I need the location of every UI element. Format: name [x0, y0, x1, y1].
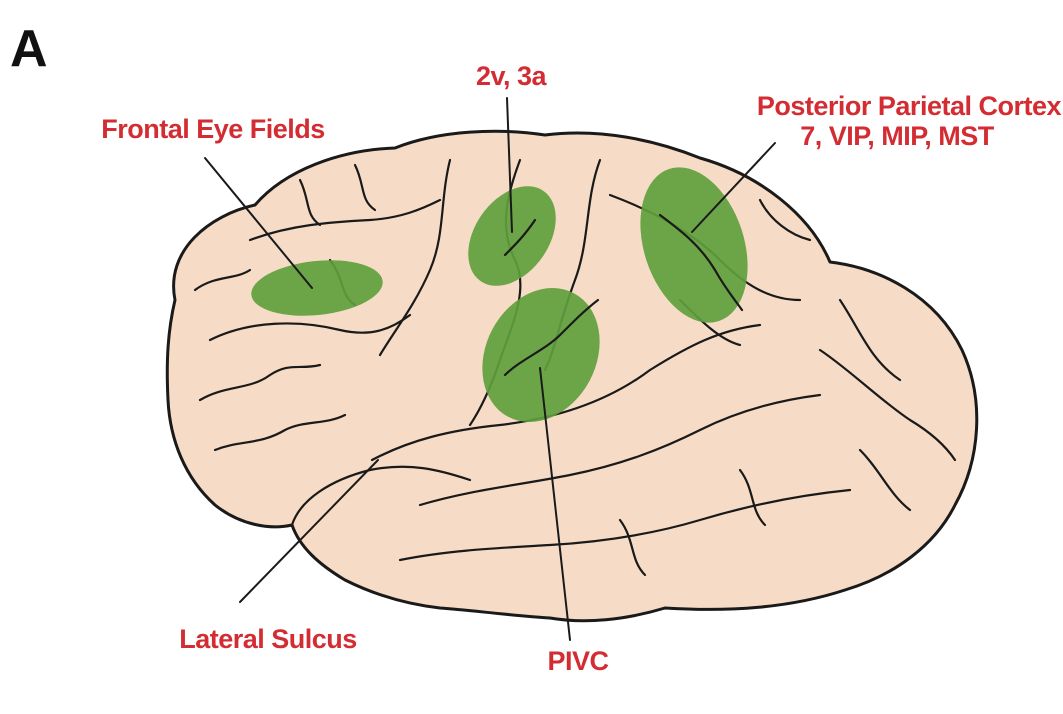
- label-frontal-eye-fields: Frontal Eye Fields: [101, 114, 325, 144]
- label-lateral-sulcus: Lateral Sulcus: [179, 624, 357, 654]
- label-pivc: PIVC: [547, 646, 608, 676]
- panel-letter: A: [10, 20, 48, 78]
- label-posterior-parietal-line2: 7, VIP, MIP, MST: [800, 121, 995, 151]
- label-2v-3a: 2v, 3a: [476, 61, 548, 91]
- label-posterior-parietal-line1: Posterior Parietal Cortex: [757, 91, 1062, 121]
